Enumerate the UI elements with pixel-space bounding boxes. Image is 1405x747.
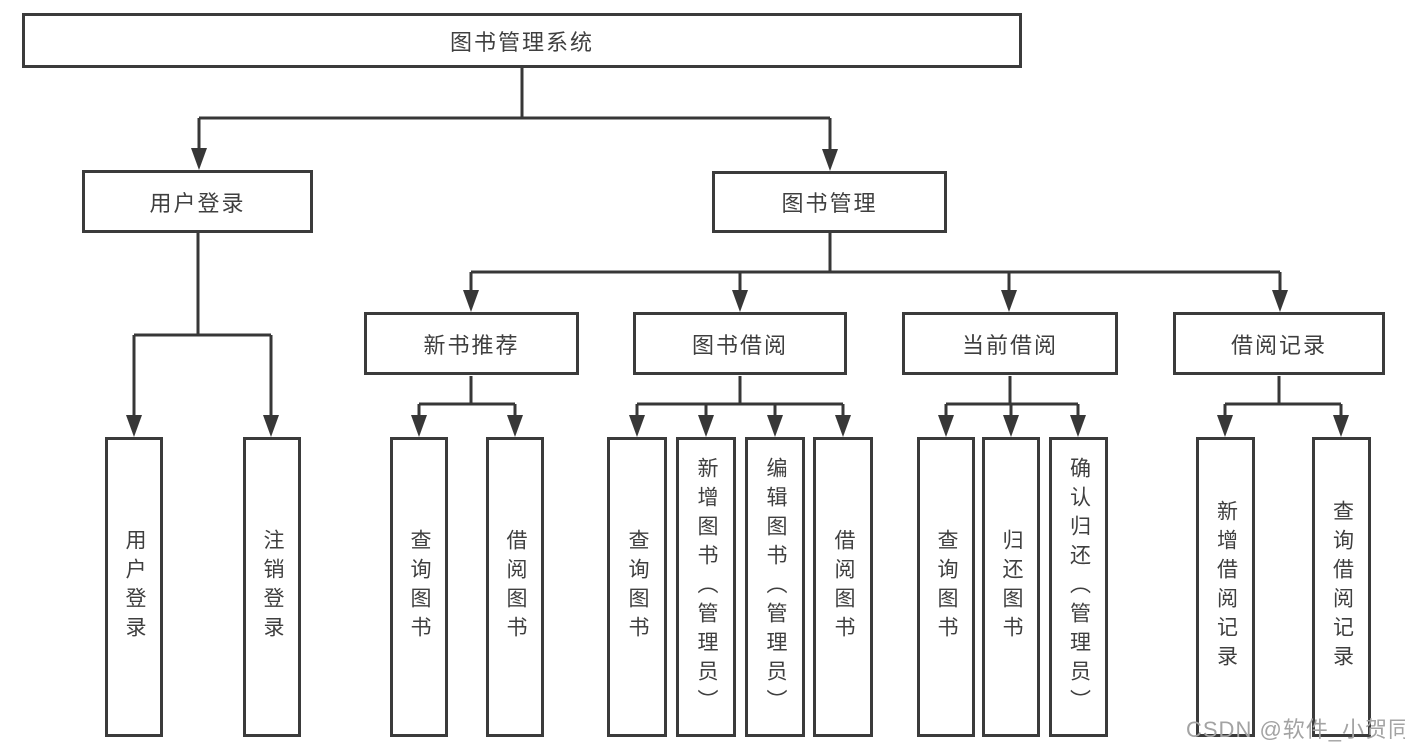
node-confirm-return-admin-label: 确认归还（管理员） [1067,456,1091,718]
node-new-book-recommend: 新书推荐 [364,312,579,375]
node-user-login: 用户登录 [82,170,313,233]
node-new-book-recommend-label: 新书推荐 [423,332,520,358]
node-library-system: 图书管理系统 [22,13,1022,68]
arrowhead-icon [411,415,427,437]
node-add-borrow-record: 新增借阅记录 [1196,437,1255,737]
arrowhead-icon [463,290,479,312]
node-query-books-2-label: 查询图书 [626,529,649,645]
arrowhead-icon [1001,290,1017,312]
node-add-books-admin-label: 新增图书（管理员） [695,456,718,718]
arrowhead-icon [1070,415,1086,437]
node-borrow-records: 借阅记录 [1173,312,1385,375]
node-book-management: 图书管理 [712,171,947,233]
arrowhead-icon [767,415,783,437]
node-query-books-2: 查询图书 [607,437,667,737]
node-borrow-records-label: 借阅记录 [1230,332,1327,358]
node-library-system-label: 图书管理系统 [449,29,594,55]
arrowhead-icon [822,149,838,171]
connector-new-book-recommend-children [411,376,523,437]
node-user-login-leaf-label: 用户登录 [123,529,146,645]
arrowhead-icon [629,415,645,437]
node-book-borrow-label: 图书借阅 [691,332,788,358]
connector-book-management-children [463,233,1288,312]
arrowhead-icon [938,415,954,437]
node-borrow-books-1-label: 借阅图书 [504,529,527,645]
node-borrow-books-1: 借阅图书 [486,437,544,737]
node-edit-books-admin-label: 编辑图书（管理员） [764,456,787,718]
arrowhead-icon [507,415,523,437]
node-query-books-3: 查询图书 [917,437,975,737]
node-book-borrow: 图书借阅 [633,312,847,375]
node-logout-label: 注销登录 [261,529,284,645]
arrowhead-icon [1217,415,1233,437]
node-query-books-1: 查询图书 [390,437,448,737]
node-current-borrow: 当前借阅 [902,312,1118,375]
node-borrow-books-2-label: 借阅图书 [832,529,855,645]
arrowhead-icon [1272,290,1288,312]
node-edit-books-admin: 编辑图书（管理员） [745,437,805,737]
node-current-borrow-label: 当前借阅 [961,332,1058,358]
arrowhead-icon [732,290,748,312]
connector-root-to-level1 [191,68,838,171]
arrowhead-icon [263,415,279,437]
connector-borrow-records-children [1217,376,1349,437]
arrowhead-icon [835,415,851,437]
arrowhead-icon [698,415,714,437]
node-query-borrow-record-label: 查询借阅记录 [1330,500,1354,674]
node-logout: 注销登录 [243,437,301,737]
node-book-management-label: 图书管理 [781,191,878,216]
arrowhead-icon [126,415,142,437]
arrowhead-icon [1333,415,1349,437]
node-borrow-books-2: 借阅图书 [813,437,873,737]
arrowhead-icon [191,148,207,170]
node-query-borrow-record: 查询借阅记录 [1312,437,1371,737]
node-add-borrow-record-label: 新增借阅记录 [1214,500,1238,674]
node-query-books-3-label: 查询图书 [935,529,958,645]
node-confirm-return-admin: 确认归还（管理员） [1049,437,1108,737]
connector-user-login-children [126,233,279,437]
watermark: CSDN @软件_小贺同学 [1186,717,1405,742]
connector-current-borrow-children [938,376,1086,437]
node-add-books-admin: 新增图书（管理员） [676,437,736,737]
node-return-books-label: 归还图书 [1000,529,1023,645]
node-return-books: 归还图书 [982,437,1040,737]
node-user-login-leaf: 用户登录 [105,437,163,737]
node-user-login-label: 用户登录 [149,190,246,216]
node-query-books-1-label: 查询图书 [408,529,431,645]
connector-book-borrow-children [629,376,851,437]
arrowhead-icon [1003,415,1019,437]
